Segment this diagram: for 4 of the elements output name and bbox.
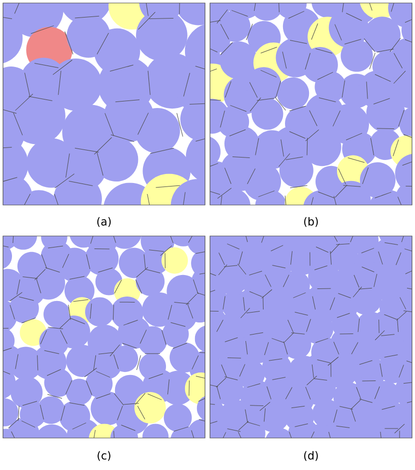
panel-label: (d)	[304, 451, 318, 461]
panel-label: (a)	[97, 217, 111, 227]
panel-label: (b)	[304, 217, 318, 227]
panel-label: (c)	[98, 451, 110, 461]
